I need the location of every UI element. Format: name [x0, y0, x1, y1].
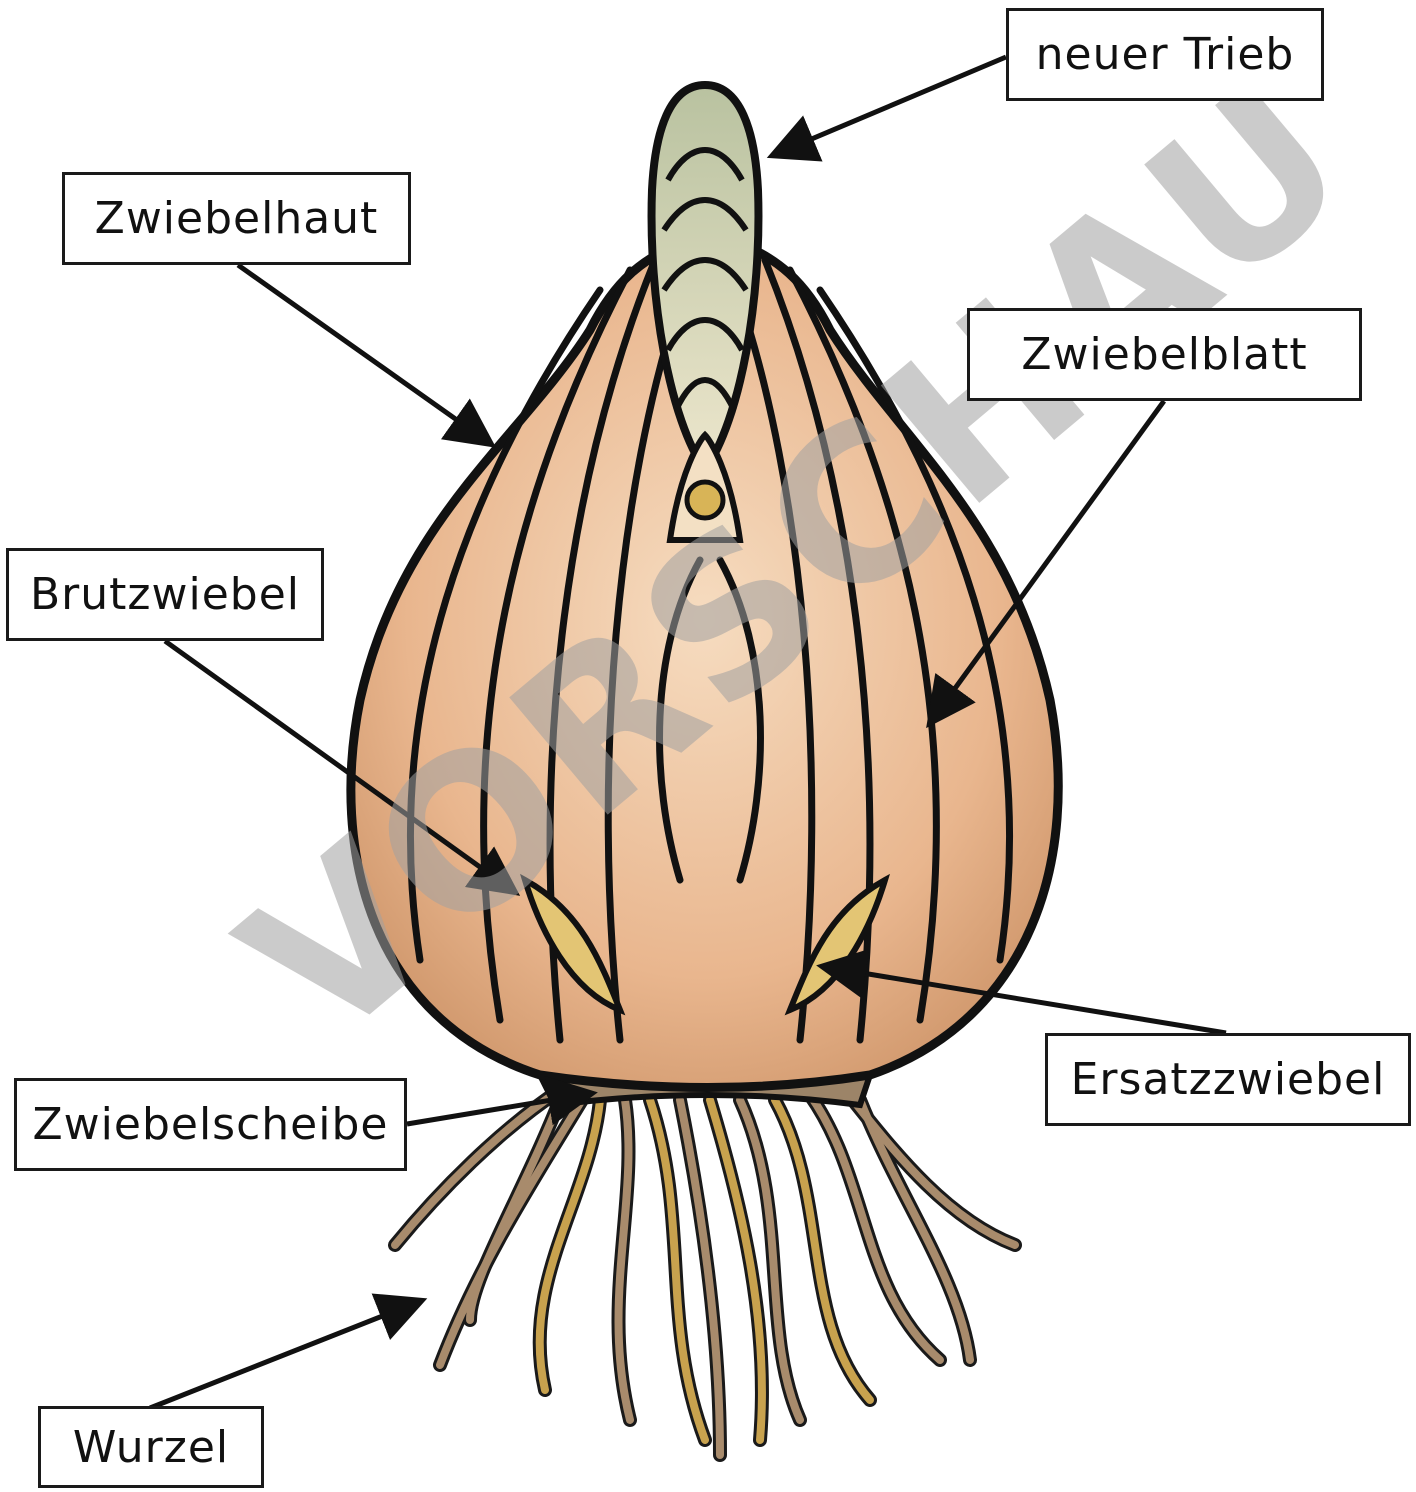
label-brutzwiebel-text: Brutzwiebel	[30, 569, 300, 620]
label-zwiebelhaut-text: Zwiebelhaut	[95, 193, 379, 244]
label-brutzwiebel: Brutzwiebel	[6, 548, 324, 641]
label-neuer-trieb-text: neuer Trieb	[1036, 29, 1295, 80]
label-wurzel: Wurzel	[38, 1406, 264, 1488]
arrow-wurzel	[150, 1302, 418, 1408]
arrow-neuer-trieb	[776, 57, 1006, 154]
label-neuer-trieb: neuer Trieb	[1006, 8, 1324, 101]
roots	[395, 1090, 1015, 1455]
label-zwiebelscheibe-text: Zwiebelscheibe	[33, 1099, 389, 1150]
label-zwiebelblatt: Zwiebelblatt	[967, 308, 1362, 401]
label-zwiebelblatt-text: Zwiebelblatt	[1021, 329, 1307, 380]
label-wurzel-text: Wurzel	[73, 1422, 229, 1473]
label-zwiebelscheibe: Zwiebelscheibe	[14, 1078, 407, 1171]
label-ersatzzwiebel: Ersatzzwiebel	[1045, 1033, 1411, 1126]
label-zwiebelhaut: Zwiebelhaut	[62, 172, 411, 265]
label-ersatzzwiebel-text: Ersatzzwiebel	[1071, 1054, 1386, 1105]
arrow-zwiebelhaut	[238, 265, 488, 442]
